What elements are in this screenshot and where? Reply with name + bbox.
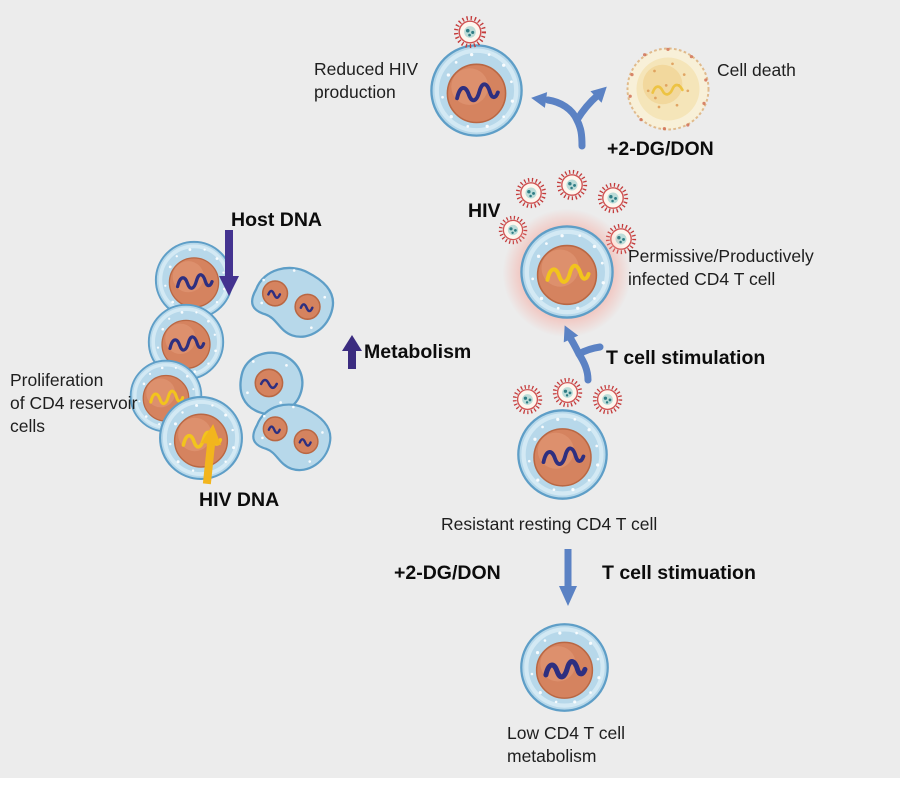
budding-virion (452, 14, 488, 50)
label-dg-don-top: +2-DG/DON (607, 138, 714, 160)
hiv-virion (596, 181, 630, 215)
hiv-virion-icon (597, 182, 629, 214)
host-dna-arrow (217, 228, 241, 298)
permissive-infected-cell (518, 223, 616, 321)
outcome-fork-arrow (526, 82, 622, 150)
stimulation-fork-arrow (532, 324, 618, 384)
label-line: Low CD4 T cell (507, 723, 626, 743)
label-hiv: HIV (468, 200, 501, 222)
hiv-virion-icon (452, 14, 488, 50)
hiv-virion (555, 168, 589, 202)
bottom-margin (0, 778, 900, 788)
fork-arrow-icon (531, 86, 607, 150)
label-low-metabolism: Low CD4 T cell metabolism (507, 722, 625, 768)
down-arrow-icon (219, 230, 239, 296)
label-reduced-hiv-production: Reduced HIV production (314, 58, 418, 104)
cd4-cell-icon (518, 621, 611, 714)
hiv-virion (514, 176, 548, 210)
label-dg-don-bottom: +2-DG/DON (394, 562, 501, 584)
cd4-cell-icon (515, 407, 610, 502)
dividing-cell (235, 258, 340, 346)
label-t-cell-stimulation: T cell stimulation (606, 347, 766, 369)
label-resistant-resting: Resistant resting CD4 T cell (441, 514, 658, 534)
label-line: Proliferation (10, 370, 104, 390)
label-line: of CD4 reservoir (10, 393, 138, 414)
hiv-virion-icon (556, 169, 588, 201)
dying-cell-icon (626, 46, 710, 132)
hiv-virion-icon (515, 177, 547, 209)
label-cell-death: Cell death (717, 60, 796, 80)
label-permissive-infected: Permissive/Productively infected CD4 T c… (628, 245, 814, 291)
down-arrow-icon (559, 549, 577, 606)
up-arrow-icon (201, 424, 221, 485)
hiv-virion-icon (552, 377, 583, 408)
fork-arrow-icon (563, 325, 604, 384)
dividing-cell (237, 396, 337, 478)
label-line: metabolism (507, 746, 597, 767)
label-t-cell-stimulation-bottom: T cell stimuation (602, 562, 756, 584)
up-arrow-icon (342, 335, 362, 369)
dividing-cell-icon (250, 266, 335, 338)
label-line: production (314, 82, 396, 103)
stimulation-down-arrow (556, 546, 580, 608)
cd4-cell-icon (518, 223, 616, 321)
label-line: Reduced HIV (314, 59, 419, 79)
hiv-virion (551, 376, 584, 409)
dividing-cell-icon (252, 403, 332, 472)
resistant-resting-cell (515, 407, 610, 502)
cd4-cell-icon (428, 42, 525, 139)
label-line: Permissive/Productively (628, 246, 814, 266)
dying-cell (623, 44, 713, 134)
label-hiv-dna: HIV DNA (199, 489, 280, 511)
low-metabolism-cell (518, 621, 611, 714)
label-proliferation: Proliferation of CD4 reservoir cells (10, 369, 137, 438)
metabolism-up-arrow (340, 334, 364, 370)
hiv-dna-arrow (194, 421, 227, 487)
label-line: cells (10, 416, 46, 437)
label-metabolism: Metabolism (364, 341, 472, 363)
reduced-hiv-cell (428, 42, 525, 139)
label-host-dna: Host DNA (231, 209, 322, 231)
label-line: infected CD4 T cell (628, 269, 776, 290)
